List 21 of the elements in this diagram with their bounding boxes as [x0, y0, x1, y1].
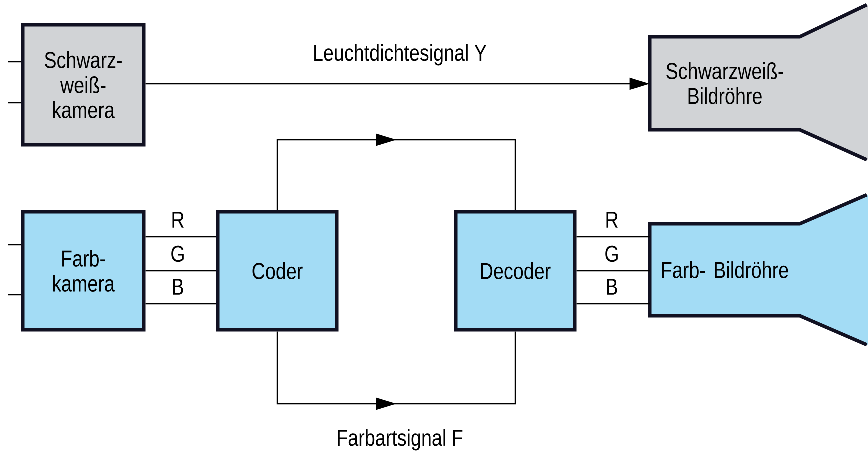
- signal-line: [146, 270, 216, 272]
- signal-line: [576, 270, 650, 272]
- process-box: Schwarz- weiß- kamera: [21, 23, 146, 147]
- process-box: Coder: [216, 210, 339, 332]
- process-box: Decoder: [454, 210, 577, 332]
- edge-label: R: [604, 211, 620, 229]
- edge-label: R: [170, 211, 186, 229]
- signal-line: [576, 303, 650, 305]
- signal-line: [576, 236, 650, 238]
- edge-label: Farbartsignal F: [336, 428, 464, 452]
- picture-tube: Schwarzweiß- Bildröhre: [648, 3, 868, 162]
- edge-label: G: [604, 244, 620, 264]
- signal-line: [146, 303, 216, 305]
- edge-label: B: [604, 278, 620, 296]
- edge-label: Leuchtdichtesignal Y: [312, 43, 488, 67]
- picture-tube: Farb- Bildröhre: [648, 193, 868, 347]
- edge-label: B: [170, 278, 186, 296]
- process-box: Farb- kamera: [21, 210, 146, 332]
- arrow: [276, 134, 516, 210]
- edge-label: G: [170, 244, 186, 264]
- signal-line: [146, 236, 216, 238]
